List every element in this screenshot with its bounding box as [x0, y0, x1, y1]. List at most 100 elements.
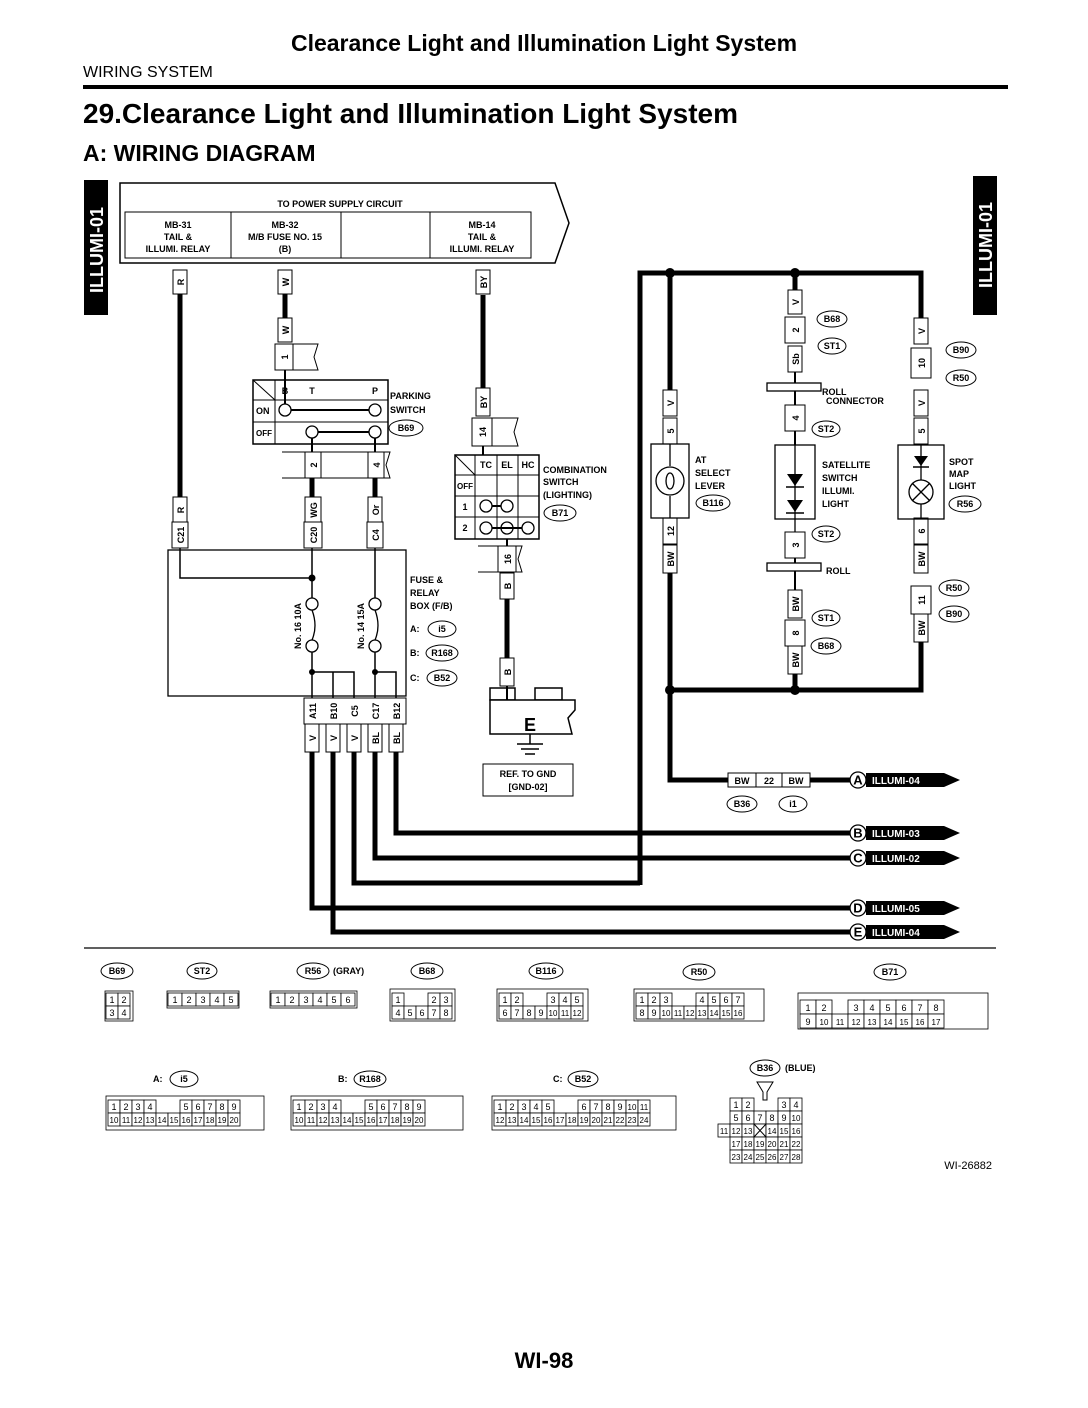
connector-shell: [104, 990, 134, 1022]
svg-text:19: 19: [580, 1116, 589, 1125]
svg-text:11: 11: [122, 1116, 131, 1125]
svg-text:7: 7: [207, 1102, 212, 1112]
svg-text:SWITCH: SWITCH: [822, 473, 858, 483]
svg-text:16: 16: [182, 1116, 191, 1125]
svg-text:2: 2: [745, 1100, 750, 1110]
svg-text:10: 10: [628, 1103, 637, 1112]
svg-text:ILLUMI-02: ILLUMI-02: [872, 854, 920, 865]
svg-text:[GND-02]: [GND-02]: [508, 782, 547, 792]
svg-text:8: 8: [219, 1102, 224, 1112]
svg-text:11: 11: [307, 1116, 316, 1125]
combination-switch: TC EL HC OFF 1 2 COMBINATION SWITCH (LIG…: [454, 446, 607, 546]
svg-text:2: 2: [651, 995, 656, 1005]
fuse-relay-box: No. 16 10A No. 14 15A FUSE & RELAY BOX (…: [167, 548, 459, 698]
svg-text:8: 8: [605, 1102, 610, 1112]
svg-text:9: 9: [538, 1008, 543, 1018]
conn-b69-label: B69: [109, 966, 126, 976]
svg-text:18: 18: [568, 1116, 577, 1125]
svg-text:18: 18: [206, 1116, 215, 1125]
svg-text:8: 8: [526, 1008, 531, 1018]
svg-text:4: 4: [793, 1100, 798, 1110]
svg-text:HC: HC: [522, 460, 535, 470]
svg-text:V: V: [917, 328, 927, 334]
connector-face-views: B69 ST2 R56 B68 B116 R50 B71 i5 R168 B52…: [100, 962, 989, 1164]
svg-text:12: 12: [852, 1018, 861, 1027]
svg-text:B: B: [503, 582, 513, 589]
svg-text:3: 3: [791, 542, 801, 547]
svg-text:22: 22: [764, 776, 774, 786]
svg-text:BW: BW: [917, 620, 927, 635]
svg-text:(BLUE): (BLUE): [785, 1063, 816, 1073]
svg-text:2: 2: [514, 995, 519, 1005]
svg-text:SELECT: SELECT: [695, 468, 731, 478]
svg-text:1: 1: [296, 1102, 301, 1112]
svg-text:2: 2: [791, 327, 801, 332]
svg-text:2: 2: [509, 1102, 514, 1112]
svg-text:20: 20: [230, 1116, 239, 1125]
svg-text:V: V: [308, 735, 318, 741]
svg-text:17: 17: [194, 1116, 203, 1125]
svg-text:(LIGHTING): (LIGHTING): [543, 490, 592, 500]
svg-text:V: V: [350, 735, 360, 741]
svg-text:17: 17: [932, 1018, 941, 1027]
svg-text:2: 2: [821, 1003, 826, 1013]
svg-text:6: 6: [419, 1008, 424, 1018]
svg-text:LIGHT: LIGHT: [822, 499, 849, 509]
svg-text:B: B: [503, 668, 513, 675]
svg-text:R50: R50: [953, 373, 970, 383]
svg-text:B90: B90: [953, 345, 970, 355]
svg-text:BW: BW: [735, 776, 750, 786]
svg-text:8: 8: [404, 1102, 409, 1112]
svg-text:ILLUMI-01: ILLUMI-01: [976, 202, 996, 288]
svg-text:5: 5: [711, 995, 716, 1005]
svg-text:ILLUMI. RELAY: ILLUMI. RELAY: [146, 244, 211, 254]
svg-text:ILLUMI. RELAY: ILLUMI. RELAY: [450, 244, 515, 254]
svg-text:14: 14: [768, 1127, 777, 1136]
svg-text:13: 13: [331, 1116, 340, 1125]
svg-text:2: 2: [308, 1102, 313, 1112]
svg-text:10: 10: [792, 1114, 801, 1123]
svg-text:9: 9: [781, 1113, 786, 1123]
svg-text:1: 1: [395, 995, 400, 1005]
svg-text:3: 3: [781, 1100, 786, 1110]
svg-text:A11: A11: [308, 703, 318, 719]
spot-map-light: SPOT MAP LIGHT R56: [897, 444, 982, 520]
svg-text:1: 1: [109, 995, 114, 1005]
svg-text:16: 16: [916, 1018, 925, 1027]
svg-text:21: 21: [604, 1116, 613, 1125]
svg-text:15: 15: [355, 1116, 364, 1125]
wire-labels: R W BY W BY V Sb V V V R WG Or BW BW BW …: [172, 269, 929, 788]
connector-shell: [491, 1095, 677, 1131]
power-supply-title: TO POWER SUPPLY CIRCUIT: [277, 199, 403, 209]
svg-text:24: 24: [744, 1153, 753, 1162]
svg-text:2: 2: [462, 523, 467, 533]
svg-text:B90: B90: [946, 609, 963, 619]
svg-text:R: R: [176, 278, 186, 285]
svg-text:11: 11: [561, 1009, 570, 1018]
svg-text:22: 22: [792, 1140, 801, 1149]
svg-text:6: 6: [380, 1102, 385, 1112]
svg-text:B52: B52: [434, 673, 451, 683]
connector-shell: [389, 988, 456, 1022]
svg-text:20: 20: [415, 1116, 424, 1125]
svg-text:12: 12: [686, 1009, 695, 1018]
svg-text:7: 7: [392, 1102, 397, 1112]
svg-text:B69: B69: [398, 423, 415, 433]
svg-text:COMBINATION: COMBINATION: [543, 465, 607, 475]
tab-left: ILLUMI-01: [84, 180, 108, 315]
svg-text:ILLUMI-03: ILLUMI-03: [872, 829, 920, 840]
svg-text:15: 15: [900, 1018, 909, 1027]
svg-text:19: 19: [403, 1116, 412, 1125]
svg-text:5: 5: [885, 1003, 890, 1013]
svg-text:23: 23: [628, 1116, 637, 1125]
svg-text:6: 6: [345, 995, 350, 1005]
conn-r168-label: R168: [359, 1074, 381, 1084]
svg-text:9: 9: [805, 1017, 810, 1027]
svg-text:10: 10: [110, 1116, 119, 1125]
svg-text:12: 12: [319, 1116, 328, 1125]
svg-text:ILLUMI-04: ILLUMI-04: [872, 776, 920, 787]
svg-text:TC: TC: [480, 460, 492, 470]
svg-text:14: 14: [710, 1009, 719, 1018]
